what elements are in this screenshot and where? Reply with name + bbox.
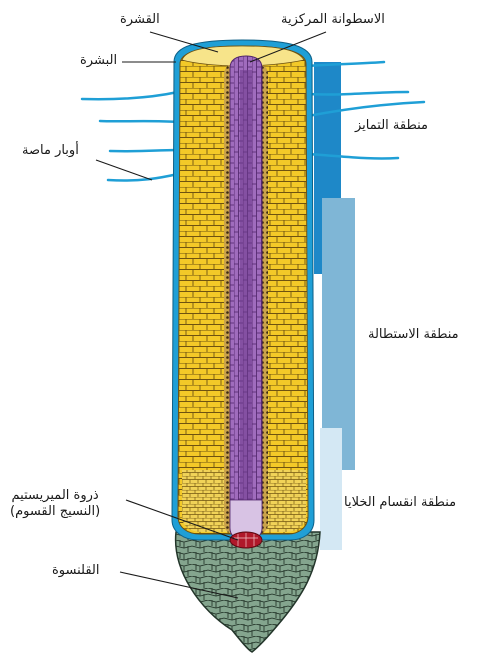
label-root-hairs: أوبار ماصة — [22, 143, 79, 159]
label-cell-division-zone: منطقة انقسام الخلايا — [344, 495, 456, 511]
label-cortex: القشرة — [120, 12, 160, 28]
label-apical-meristem-line2: (النسيج القسوم) — [10, 504, 100, 520]
label-epidermis: البشرة — [80, 53, 117, 69]
label-apical-meristem-line1: ذروة الميريستيم — [10, 488, 100, 504]
root-cap-shape — [176, 532, 320, 652]
label-differentiation-zone: منطقة التمايز — [355, 118, 428, 134]
label-apical-meristem: ذروة الميريستيم (النسيج القسوم) — [10, 488, 100, 521]
root-hairs-left — [82, 92, 178, 181]
cell-division-zone-bar — [320, 428, 342, 550]
stele-xylem — [240, 70, 252, 510]
label-root-cap: القلنسوة — [52, 563, 100, 579]
label-elongation-zone: منطقة الاستطالة — [368, 327, 459, 343]
label-stele: الاسطوانة المركزية — [281, 12, 385, 28]
leader-root-hairs — [96, 160, 152, 180]
